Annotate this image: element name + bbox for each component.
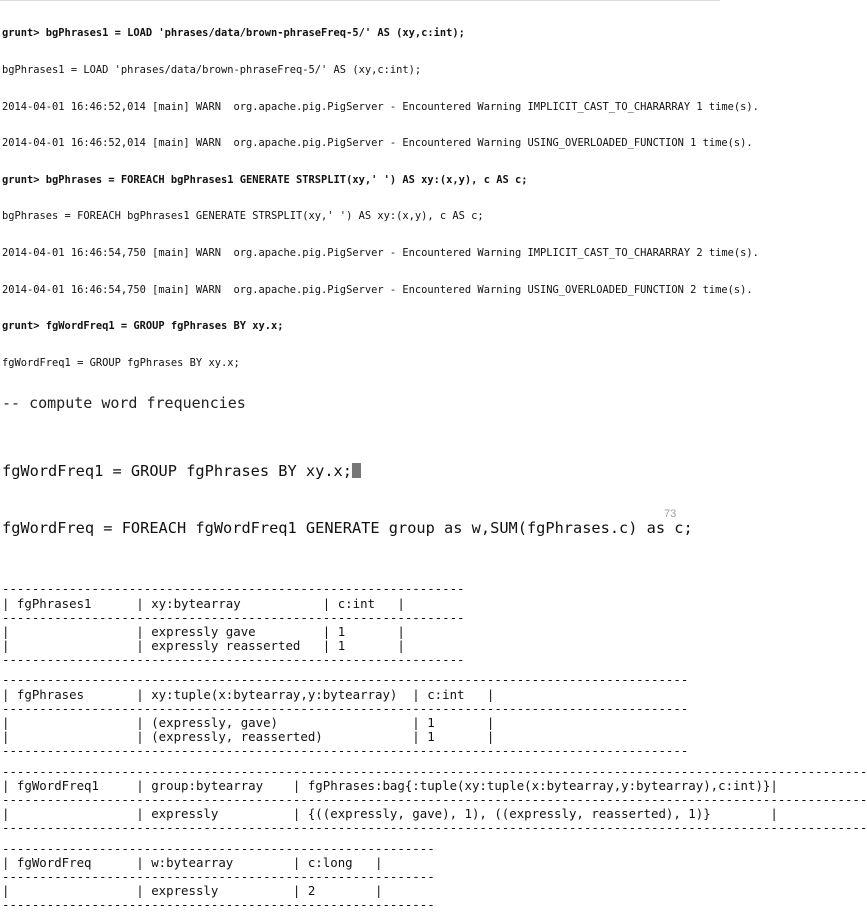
table-row: | | expressly reasserted | 1 | (2, 638, 405, 654)
grunt-log: grunt> bgPhrases1 = LOAD 'phrases/data/b… (0, 0, 759, 393)
table-row: ----------------------------------------… (2, 868, 435, 884)
command-block[interactable]: fgWordFreq1 = GROUP fgPhrases BY xy.x; f… (0, 424, 720, 576)
log-line: fgWordFreq1 = GROUP fgPhrases BY xy.x; (2, 356, 240, 369)
table-row: | fgWordFreq | w:bytearray | c:long | (2, 854, 383, 870)
table-row: ----------------------------------------… (2, 672, 689, 688)
illustrate-output: ----------------------------------------… (0, 582, 867, 912)
log-line: grunt> bgPhrases = FOREACH bgPhrases1 GE… (2, 173, 528, 186)
log-line: 2014-04-01 16:46:54,750 [main] WARN org.… (2, 283, 753, 296)
table-row: ----------------------------------------… (2, 581, 465, 597)
log-line: grunt> bgPhrases1 = LOAD 'phrases/data/b… (2, 27, 465, 40)
log-line: grunt> fgWordFreq1 = GROUP fgPhrases BY … (2, 320, 284, 333)
table-row: | | (expressly, reasserted) | 1 | (2, 729, 495, 745)
page-number: 73 (664, 508, 677, 520)
table-row: ----------------------------------------… (2, 700, 689, 716)
table-row: | fgPhrases1 | xy:bytearray | c:int | (2, 595, 405, 611)
relation-table: ----------------------------------------… (2, 673, 720, 758)
relation-table: ----------------------------------------… (2, 840, 720, 912)
log-line: bgPhrases = FOREACH bgPhrases1 GENERATE … (2, 210, 484, 223)
table-row: ----------------------------------------… (2, 652, 465, 668)
table-row: ----------------------------------------… (2, 609, 465, 625)
table-row: ----------------------------------------… (2, 840, 435, 856)
table-row: | | (expressly, gave) | 1 | (2, 715, 495, 731)
table-row: ----------------------------------------… (2, 763, 867, 779)
table-row: | | expressly | {((expressly, gave), 1),… (2, 806, 778, 822)
relation-table: ----------------------------------------… (2, 582, 720, 667)
table-row: ----------------------------------------… (2, 897, 435, 912)
command-line-1: fgWordFreq1 = GROUP fgPhrases BY xy.x; (2, 462, 720, 481)
log-line: 2014-04-01 16:46:52,014 [main] WARN org.… (2, 137, 753, 150)
table-row: ----------------------------------------… (2, 820, 867, 836)
table-row: ----------------------------------------… (2, 743, 689, 759)
log-line: bgPhrases1 = LOAD 'phrases/data/brown-ph… (2, 64, 422, 76)
relation-table: ----------------------------------------… (2, 763, 867, 836)
log-line: 2014-04-01 16:46:54,750 [main] WARN org.… (2, 246, 759, 259)
table-row: | | expressly gave | 1 | (2, 623, 405, 639)
comment-line: -- compute word frequencies (2, 394, 246, 413)
table-row: | fgWordFreq1 | group:bytearray | fgPhra… (2, 777, 778, 793)
log-line: 2014-04-01 16:46:52,014 [main] WARN org.… (2, 100, 759, 113)
command-line-2: fgWordFreq = FOREACH fgWordFreq1 GENERAT… (2, 519, 693, 538)
table-row: | | expressly | 2 | (2, 883, 383, 899)
text-cursor (351, 463, 361, 479)
top-border (0, 0, 720, 1)
table-row: ----------------------------------------… (2, 791, 867, 807)
table-row: | fgPhrases | xy:tuple(x:bytearray,y:byt… (2, 686, 495, 702)
